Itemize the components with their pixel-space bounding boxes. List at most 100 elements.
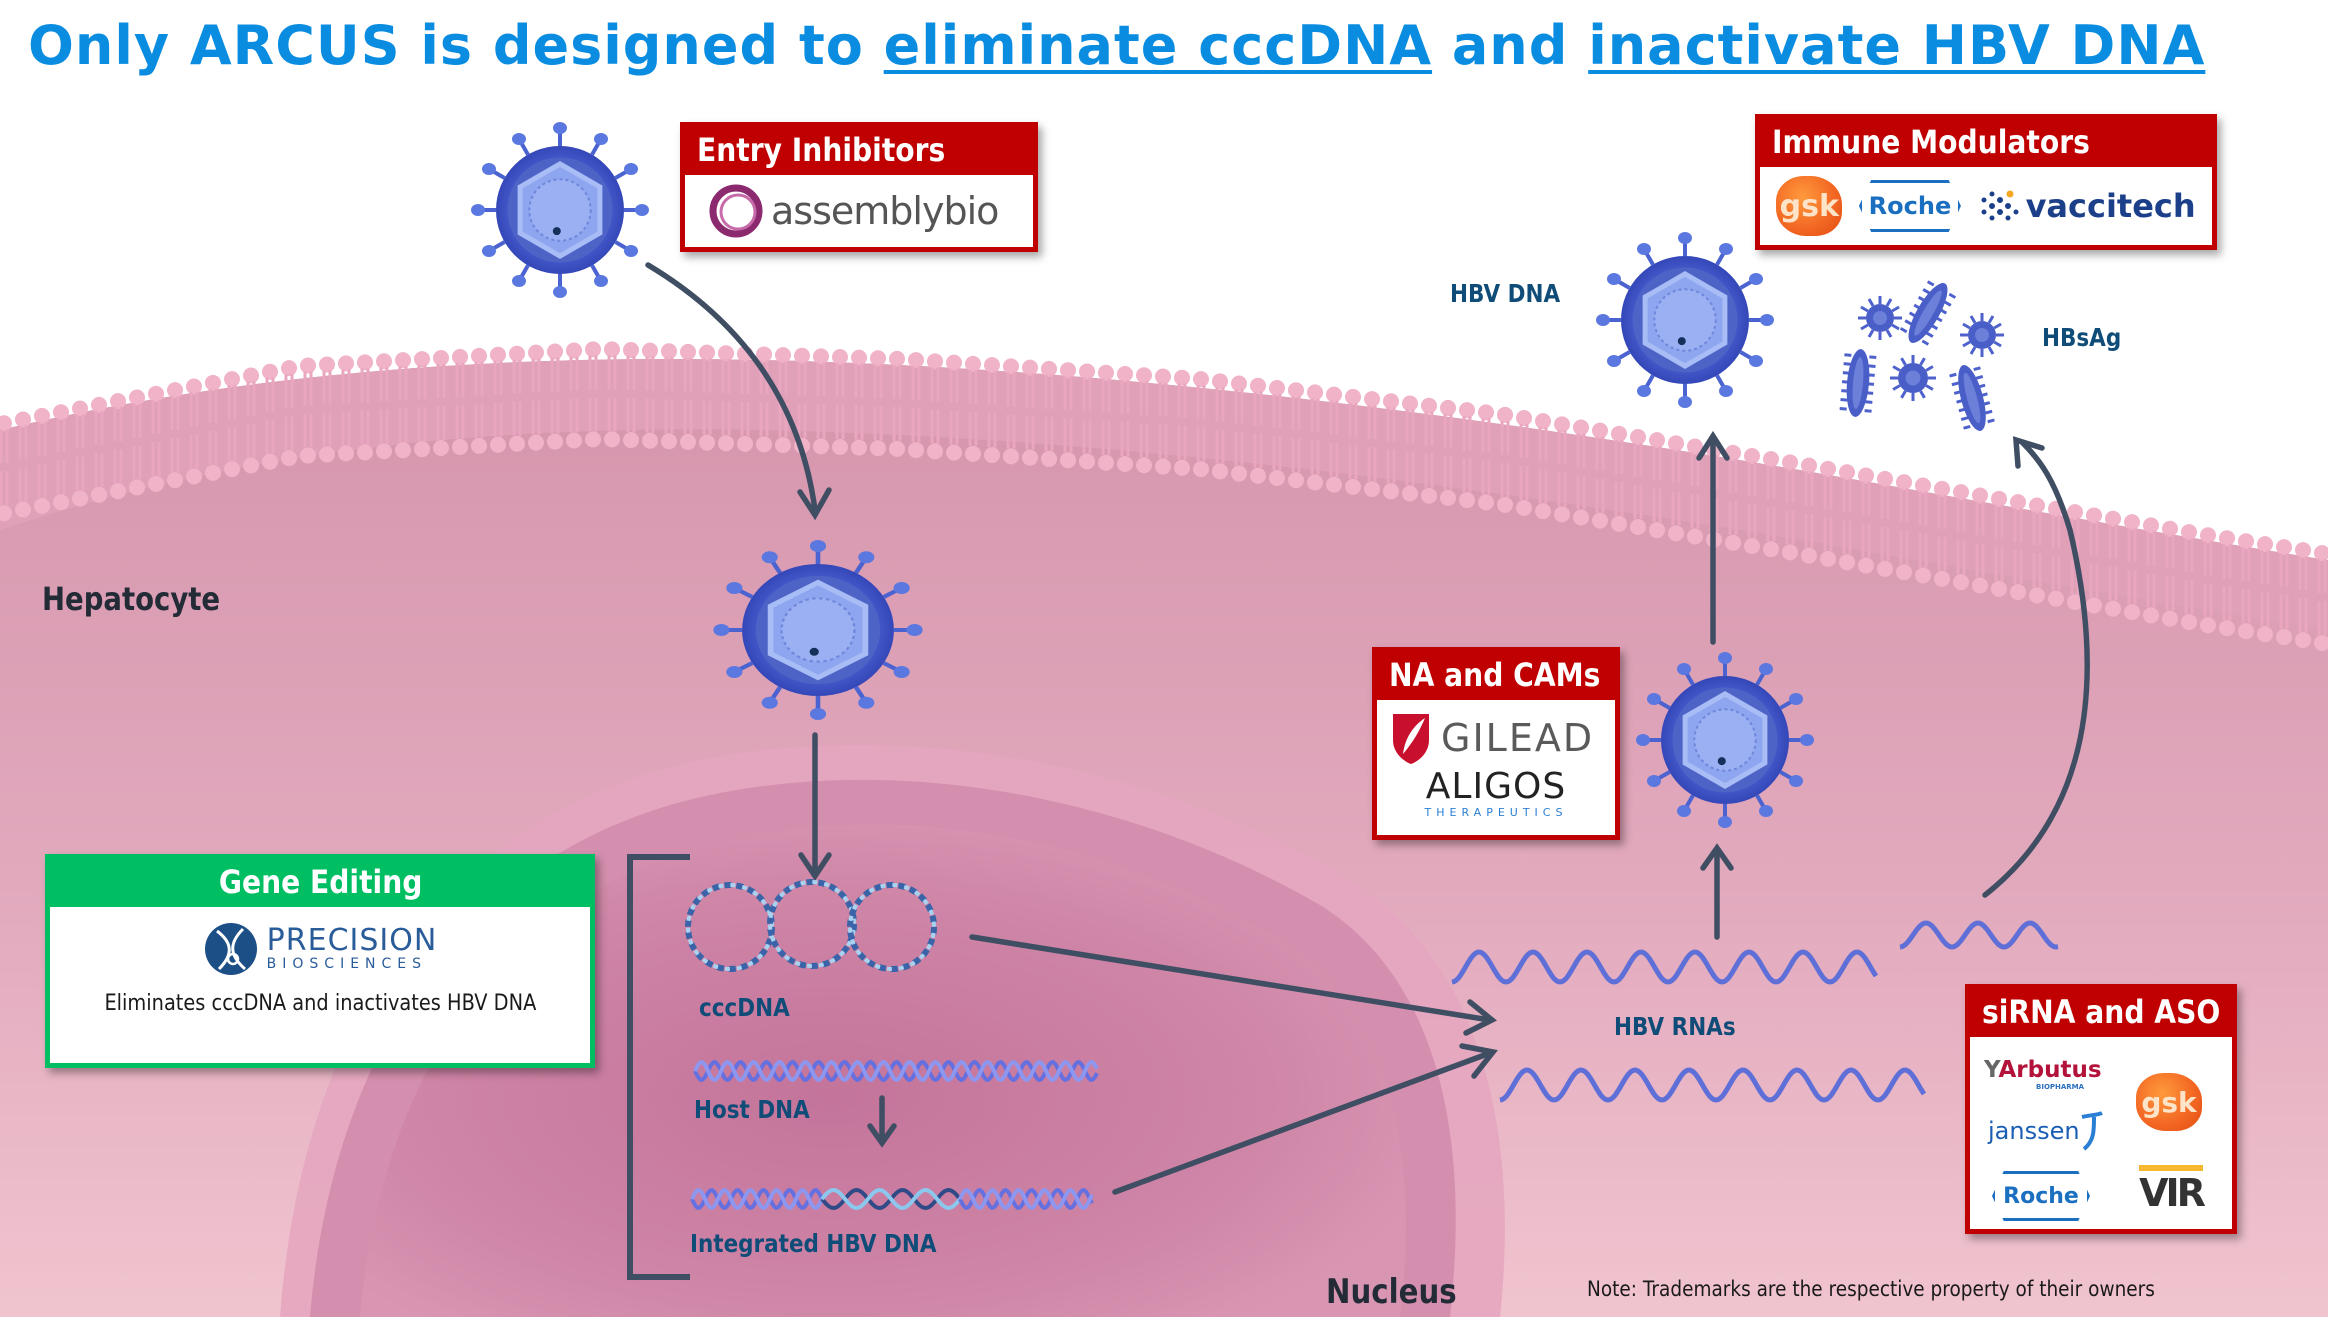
lipid xyxy=(623,342,639,449)
transcription-arrowhead-int xyxy=(1459,1043,1498,1079)
hbv-virion-entry xyxy=(471,122,649,298)
lipid xyxy=(2314,545,2328,652)
lipid xyxy=(1307,384,1323,491)
uncoating-arrowhead xyxy=(798,852,832,881)
hbsag-particle-3 xyxy=(1960,313,2004,357)
lipid xyxy=(718,345,734,452)
lipid xyxy=(1801,457,1817,564)
lipid xyxy=(1478,404,1494,511)
gene-editing-description-wrap: Eliminates cccDNA and inactivates HBV DN… xyxy=(50,991,590,1016)
lipid xyxy=(1117,366,1133,472)
roche-logo: Roche xyxy=(1858,180,1961,232)
vaccitech-logo: vaccitech xyxy=(1978,186,2196,226)
hbsag-particle-5 xyxy=(1890,355,1936,401)
lipid xyxy=(1041,360,1057,467)
gsk-logo: gsk xyxy=(2136,1073,2202,1131)
immune-modulators-logos: gsk Roche vaccitech xyxy=(1760,167,2212,245)
lipid xyxy=(1288,382,1304,489)
lipid xyxy=(851,349,867,456)
lipid xyxy=(300,357,316,464)
cccdna-label: cccDNA xyxy=(699,993,790,1022)
lipid xyxy=(680,343,696,450)
hbv-rna-wave-1 xyxy=(1451,949,1879,985)
lipid xyxy=(1383,393,1399,500)
lipid xyxy=(1820,460,1836,567)
dna-helices xyxy=(690,1059,1099,1211)
lipid xyxy=(15,411,31,518)
lipid xyxy=(908,352,924,459)
lipid xyxy=(1155,368,1171,475)
lipid xyxy=(357,354,373,461)
lipid xyxy=(1668,435,1684,542)
lipid xyxy=(699,344,715,451)
lipid xyxy=(1098,364,1114,471)
lipid xyxy=(2219,530,2235,637)
lipid xyxy=(1725,444,1741,551)
gene-editing-body: PRECISION BIOSCIENCES Eliminates cccDNA … xyxy=(50,907,590,1063)
gsk-logo: gsk xyxy=(1776,176,1843,236)
lipid xyxy=(2105,510,2121,617)
lipid xyxy=(0,415,12,522)
lipid xyxy=(566,342,582,449)
lipid xyxy=(1345,388,1361,495)
lipid xyxy=(1839,464,1855,571)
transcription-arrow-int xyxy=(1112,1050,1493,1195)
na-and-cams-header: NA and CAMs xyxy=(1389,656,1601,694)
hbsag-particle-6 xyxy=(1949,365,1995,431)
lipid xyxy=(1915,477,1931,584)
lipid xyxy=(965,355,981,462)
integration-arrowhead xyxy=(867,1123,897,1148)
sirna-and-aso-logos: YArbutus BIOPHARMA gsk janssen Roche VIR xyxy=(1970,1037,2232,1229)
lipid xyxy=(1535,413,1551,520)
lipid xyxy=(53,404,69,511)
lipid xyxy=(946,354,962,461)
lipid xyxy=(1269,379,1285,486)
entry-arrow xyxy=(645,262,818,513)
lipid xyxy=(1421,397,1437,504)
lipid xyxy=(604,341,620,448)
lipid xyxy=(1896,474,1912,581)
dna-bracket xyxy=(627,854,690,1280)
lipid xyxy=(870,350,886,457)
lipid xyxy=(1060,362,1076,469)
translation-arrowhead xyxy=(1700,843,1734,871)
hbsag-particle-1 xyxy=(1858,296,1902,340)
title-link-inactivate-hbv-dna[interactable]: inactivate HBV DNA xyxy=(1588,14,2206,77)
title-middle: and xyxy=(1432,14,1589,77)
lipid xyxy=(1611,425,1627,532)
lipid xyxy=(1326,386,1342,493)
host-dna-helix xyxy=(693,1059,1099,1083)
vaccitech-dots-icon xyxy=(1981,190,2019,221)
lipid xyxy=(414,351,430,458)
lipid-bilayer xyxy=(0,341,2328,652)
lipid xyxy=(1174,369,1190,476)
lipid xyxy=(1193,371,1209,478)
pathway-arrows xyxy=(645,262,2091,1195)
lipid xyxy=(224,371,240,478)
lipid xyxy=(395,352,411,459)
lipid xyxy=(2276,539,2292,646)
lipid xyxy=(528,344,544,451)
lipid xyxy=(1497,406,1513,513)
precision-biosciences-logo: PRECISION BIOSCIENCES xyxy=(50,907,590,977)
lipid xyxy=(1516,410,1532,516)
assemblybio-logo-text: assemblybio xyxy=(771,189,999,233)
lipid xyxy=(889,350,905,457)
virus-particles xyxy=(471,122,2004,828)
lipid xyxy=(1934,480,1950,587)
immune-modulators-header: Immune Modulators xyxy=(1772,123,2090,161)
janssen-swoosh-icon xyxy=(2081,1111,2103,1151)
precision-biosciences-icon xyxy=(204,923,257,975)
lipid xyxy=(338,355,354,462)
lipid xyxy=(585,341,601,448)
lipid xyxy=(2010,494,2026,601)
lipid xyxy=(2257,536,2273,643)
lipid xyxy=(2162,520,2178,627)
lipid xyxy=(1953,484,1969,591)
title-link-eliminate-cccdna[interactable]: eliminate cccDNA xyxy=(883,14,1433,77)
lipid xyxy=(813,348,829,455)
na-and-cams-logos: GILEAD ALIGOS THERAPEUTICS xyxy=(1377,700,1615,835)
lipid xyxy=(509,345,525,452)
nucleus xyxy=(360,824,1406,1317)
cell-membrane xyxy=(0,358,2328,630)
